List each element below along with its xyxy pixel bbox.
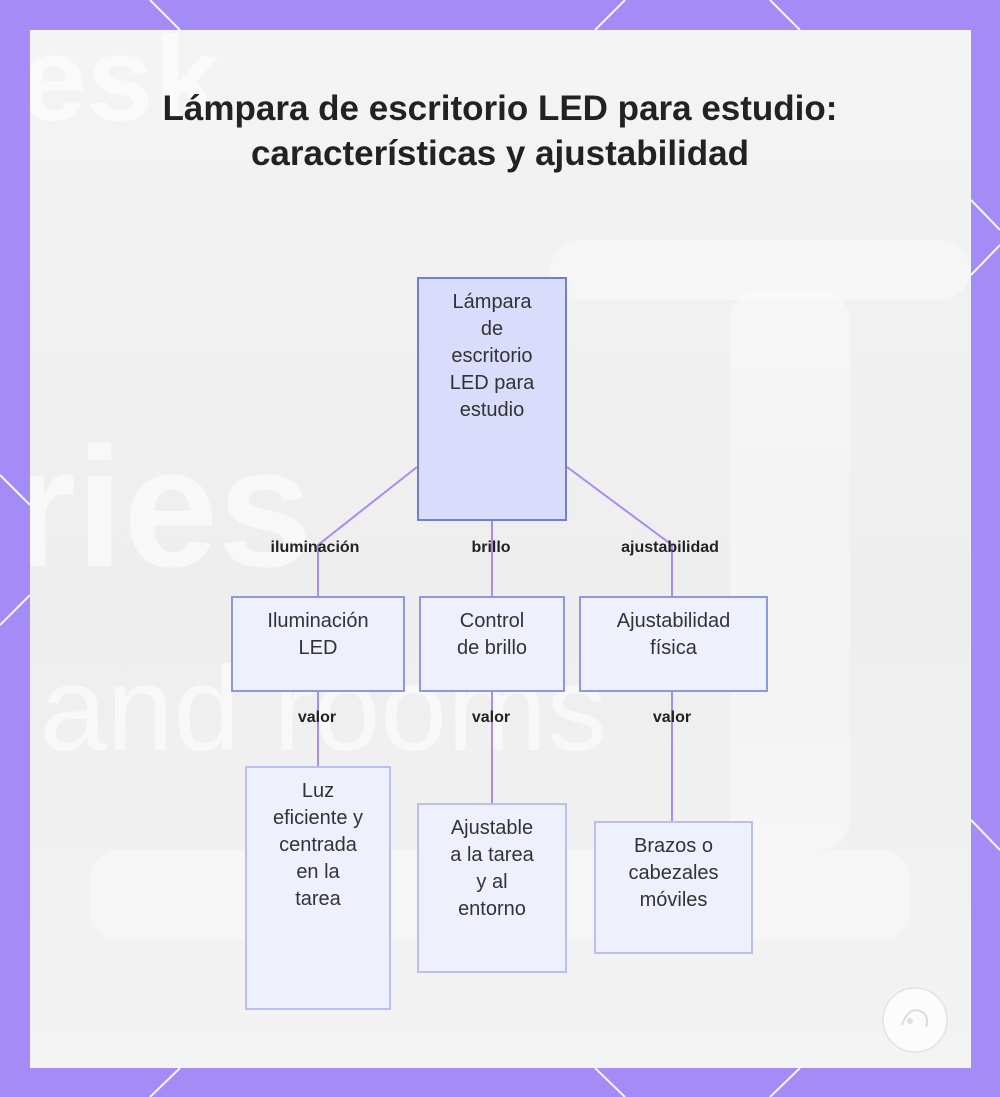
- edge-label-ajustabilidad: ajustabilidad: [621, 539, 719, 557]
- leaf-label-line: móviles: [628, 887, 718, 914]
- root-label-line: LED para: [450, 370, 535, 397]
- leaf-label-line: en la: [273, 859, 363, 886]
- edge-label-valor: valor: [653, 709, 691, 727]
- leaf-label-line: entorno: [450, 896, 533, 923]
- leaf-label-line: Luz: [273, 778, 363, 805]
- node-label-line: física: [617, 635, 730, 662]
- root-label-line: Lámpara: [450, 289, 535, 316]
- leaf-luz-eficiente: Luz eficiente y centrada en la tarea: [245, 766, 391, 1010]
- node-label-line: Ajustabilidad: [617, 608, 730, 635]
- node-label-line: Iluminación: [267, 608, 368, 635]
- node-control-brillo: Control de brillo: [419, 596, 565, 692]
- leaf-ajustable: Ajustable a la tarea y al entorno: [417, 803, 567, 973]
- node-label-line: de brillo: [457, 635, 527, 662]
- root-label-line: de: [450, 316, 535, 343]
- brand-logo-icon: [880, 985, 950, 1055]
- diagram-title: Lámpara de escritorio LED para estudio: …: [100, 86, 900, 176]
- edge-label-iluminacion: iluminación: [271, 539, 360, 557]
- edge-label-brillo: brillo: [471, 539, 510, 557]
- root-label-line: estudio: [450, 397, 535, 424]
- node-ajustabilidad-fisica: Ajustabilidad física: [579, 596, 768, 692]
- leaf-brazos-moviles: Brazos o cabezales móviles: [594, 821, 753, 954]
- node-iluminacion-led: Iluminación LED: [231, 596, 405, 692]
- background-text: ries: [30, 410, 312, 606]
- leaf-label-line: centrada: [273, 832, 363, 859]
- node-label-line: LED: [267, 635, 368, 662]
- leaf-label-line: eficiente y: [273, 805, 363, 832]
- leaf-label-line: Ajustable: [450, 815, 533, 842]
- edge-label-valor: valor: [472, 709, 510, 727]
- node-label-line: Control: [457, 608, 527, 635]
- root-node: Lámpara de escritorio LED para estudio: [417, 277, 567, 521]
- edge-label-valor: valor: [298, 709, 336, 727]
- leaf-label-line: cabezales: [628, 860, 718, 887]
- background-shape: [730, 290, 850, 850]
- leaf-label-line: tarea: [273, 886, 363, 913]
- leaf-label-line: a la tarea: [450, 842, 533, 869]
- root-label-line: escritorio: [450, 343, 535, 370]
- leaf-label-line: y al: [450, 869, 533, 896]
- leaf-label-line: Brazos o: [628, 833, 718, 860]
